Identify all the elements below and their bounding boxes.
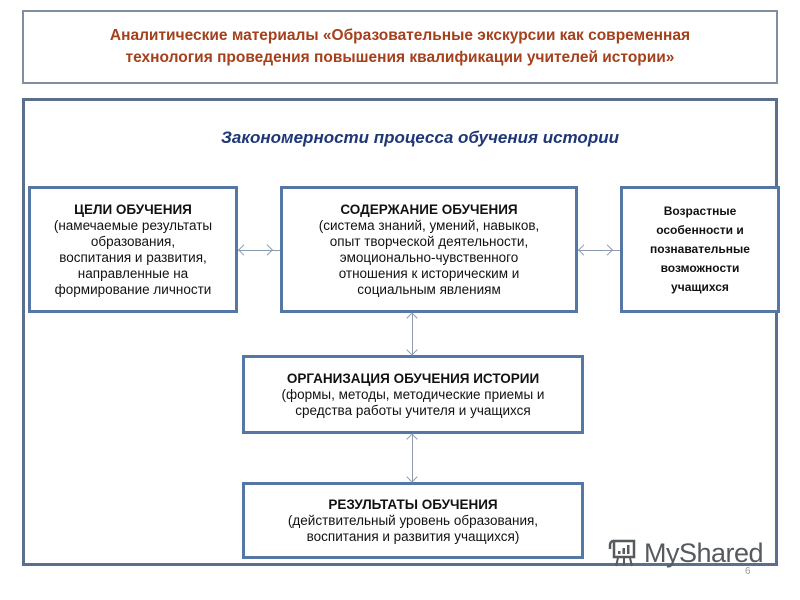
node-content-heading: СОДЕРЖАНИЕ ОБУЧЕНИЯ [340,201,518,217]
node-content-body: (система знаний, умений, навыков, опыт т… [318,217,540,297]
page-number: 6 [745,566,751,577]
page-title: Аналитические материалы «Образовательные… [110,25,690,69]
node-age-body: Возрастные особенности и познавательные … [650,204,750,294]
node-organization: ОРГАНИЗАЦИЯ ОБУЧЕНИЯ ИСТОРИИ (формы, мет… [242,355,584,434]
diagram-subtitle: Закономерности процесса обучения истории [221,128,619,147]
node-results-heading: РЕЗУЛЬТАТЫ ОБУЧЕНИЯ [328,496,498,512]
presentation-board-icon [608,539,636,567]
watermark-text: MyShared [644,537,764,568]
node-goals: ЦЕЛИ ОБУЧЕНИЯ (намечаемые результаты обр… [28,186,238,313]
connector-goals-content [238,250,280,251]
connector-organization-results [412,434,413,482]
title-box: Аналитические материалы «Образовательные… [22,10,778,84]
node-organization-body: (формы, методы, методические приемы и ср… [281,386,545,418]
node-organization-heading: ОРГАНИЗАЦИЯ ОБУЧЕНИЯ ИСТОРИИ [286,370,540,386]
node-results: РЕЗУЛЬТАТЫ ОБУЧЕНИЯ (действительный уров… [242,482,584,559]
node-age: Возрастные особенности и познавательные … [620,186,780,313]
connector-content-age [578,250,620,251]
title-line-1: Аналитические материалы «Образовательные… [109,27,691,44]
node-content: СОДЕРЖАНИЕ ОБУЧЕНИЯ (система знаний, уме… [280,186,578,313]
title-line-2: технология проведения повышения квалифик… [125,49,675,66]
myshared-watermark: MyShared [608,537,764,569]
connector-content-organization [412,313,413,355]
node-goals-heading: ЦЕЛИ ОБУЧЕНИЯ [74,201,192,217]
node-results-body: (действительный уровень образования, вос… [287,512,539,544]
node-goals-body: (намечаемые результаты образования, восп… [53,217,213,297]
